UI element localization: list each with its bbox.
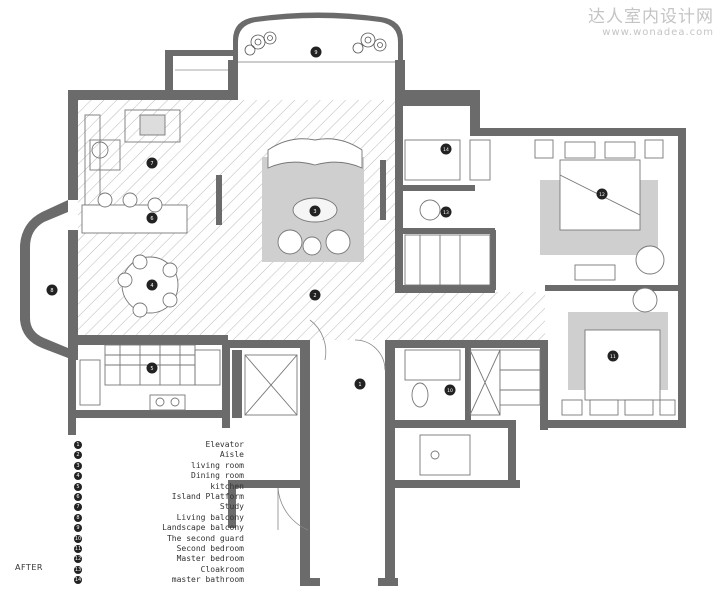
room-marker-9: 9 bbox=[310, 46, 322, 58]
master-bed bbox=[534, 139, 665, 281]
legend-item: 8 Living balcony bbox=[74, 513, 254, 523]
svg-text:5: 5 bbox=[150, 366, 153, 372]
legend-item: 12 Master bedroom bbox=[74, 554, 254, 564]
room-marker-2: 2 bbox=[309, 289, 321, 301]
legend-number-badge: 13 bbox=[74, 565, 82, 574]
room-marker-1: 1 bbox=[354, 378, 366, 390]
watermark: 达人室内设计网 www.wonadea.com bbox=[588, 2, 714, 38]
legend-number-badge: 9 bbox=[74, 524, 82, 533]
room-marker-14: 14 bbox=[440, 143, 452, 155]
svg-text:2: 2 bbox=[313, 293, 316, 299]
svg-text:13: 13 bbox=[443, 210, 449, 216]
legend-number-badge: 1 bbox=[74, 441, 82, 449]
legend-label: kitchen bbox=[210, 481, 244, 491]
room-markers: 1 2 3 4 5 6 7 8 9 10 11 12 13 14 bbox=[46, 46, 619, 396]
legend-number-badge: 8 bbox=[74, 513, 82, 522]
svg-text:1: 1 bbox=[358, 382, 361, 388]
legend-label: Study bbox=[219, 502, 244, 512]
cloakroom-furniture bbox=[404, 199, 491, 286]
legend-label: Master bedroom bbox=[176, 554, 244, 564]
svg-text:9: 9 bbox=[314, 50, 317, 56]
room-marker-12: 12 bbox=[596, 188, 608, 200]
room-marker-8: 8 bbox=[46, 284, 58, 296]
legend-number-badge: 6 bbox=[74, 492, 82, 501]
legend-label: Elevator bbox=[205, 440, 244, 449]
legend-item: 1 Elevator bbox=[74, 440, 254, 450]
watermark-url: www.wonadea.com bbox=[602, 27, 714, 38]
svg-text:11: 11 bbox=[610, 354, 616, 360]
legend-number-badge: 3 bbox=[74, 461, 82, 470]
room-marker-11: 11 bbox=[607, 350, 619, 362]
legend-item: 4 Dining room bbox=[74, 471, 254, 481]
legend-label: living room bbox=[191, 460, 244, 470]
svg-text:3: 3 bbox=[313, 209, 316, 215]
room-marker-7: 7 bbox=[146, 157, 158, 169]
svg-text:8: 8 bbox=[50, 288, 53, 294]
room-marker-13: 13 bbox=[440, 206, 452, 218]
legend-item: 9 Landscape balcony bbox=[74, 523, 254, 533]
legend-label: Aisle bbox=[219, 450, 244, 460]
legend-item: 13 Cloakroom bbox=[74, 565, 254, 575]
kitchen-furniture bbox=[79, 344, 221, 411]
svg-text:14: 14 bbox=[443, 147, 449, 153]
living-room-sofa bbox=[267, 138, 363, 256]
legend-number-badge: 14 bbox=[74, 576, 82, 585]
island-platform bbox=[81, 192, 188, 234]
legend-item: 11 Second bedroom bbox=[74, 544, 254, 554]
legend-number-badge: 7 bbox=[74, 503, 82, 512]
legend-number-badge: 4 bbox=[74, 472, 82, 481]
room-marker-4: 4 bbox=[146, 279, 158, 291]
legend-label: Living balcony bbox=[176, 512, 244, 522]
legend-label: Cloakroom bbox=[200, 564, 244, 574]
bathroom-fixtures bbox=[404, 139, 501, 476]
room-marker-5: 5 bbox=[146, 362, 158, 374]
svg-text:4: 4 bbox=[150, 283, 153, 289]
walls bbox=[68, 90, 686, 586]
legend-label: Landscape balcony bbox=[162, 523, 244, 533]
elevator-shaft bbox=[244, 354, 298, 416]
svg-text:10: 10 bbox=[447, 388, 453, 394]
legend-label: master bathroom bbox=[171, 575, 244, 585]
legend-item: 10 The second guard bbox=[74, 534, 254, 544]
legend-item: 3 living room bbox=[74, 461, 254, 471]
legend-number-badge: 10 bbox=[74, 534, 82, 543]
room-marker-6: 6 bbox=[146, 212, 158, 224]
legend-number-badge: 12 bbox=[74, 555, 82, 564]
legend-item: 7 Study bbox=[74, 502, 254, 512]
svg-text:7: 7 bbox=[150, 161, 153, 167]
room-marker-3: 3 bbox=[309, 205, 321, 217]
balcony-plant-left bbox=[244, 31, 277, 56]
second-bed bbox=[499, 287, 676, 416]
svg-text:6: 6 bbox=[150, 216, 153, 222]
entry-doors bbox=[277, 319, 386, 531]
legend-item: 6 Island Platform bbox=[74, 492, 254, 502]
legend-label: The second guard bbox=[166, 533, 244, 543]
legend-item: 5 kitchen bbox=[74, 482, 254, 492]
balcony-plant-right bbox=[352, 32, 387, 54]
legend-label: Dining room bbox=[191, 471, 244, 481]
legend-item: 14 master bathroom bbox=[74, 575, 254, 585]
legend-number-badge: 11 bbox=[74, 544, 82, 553]
svg-text:12: 12 bbox=[599, 192, 605, 198]
plan-caption: AFTER bbox=[15, 563, 43, 572]
legend-number-badge: 2 bbox=[74, 451, 82, 460]
living-balcony bbox=[20, 200, 68, 358]
room-marker-10: 10 bbox=[444, 384, 456, 396]
watermark-title: 达人室内设计网 bbox=[588, 7, 714, 27]
legend-label: Second bedroom bbox=[176, 543, 244, 553]
legend-label: Island Platform bbox=[171, 491, 244, 501]
legend-item: 2 Aisle bbox=[74, 450, 254, 460]
legend-number-badge: 5 bbox=[74, 482, 82, 491]
